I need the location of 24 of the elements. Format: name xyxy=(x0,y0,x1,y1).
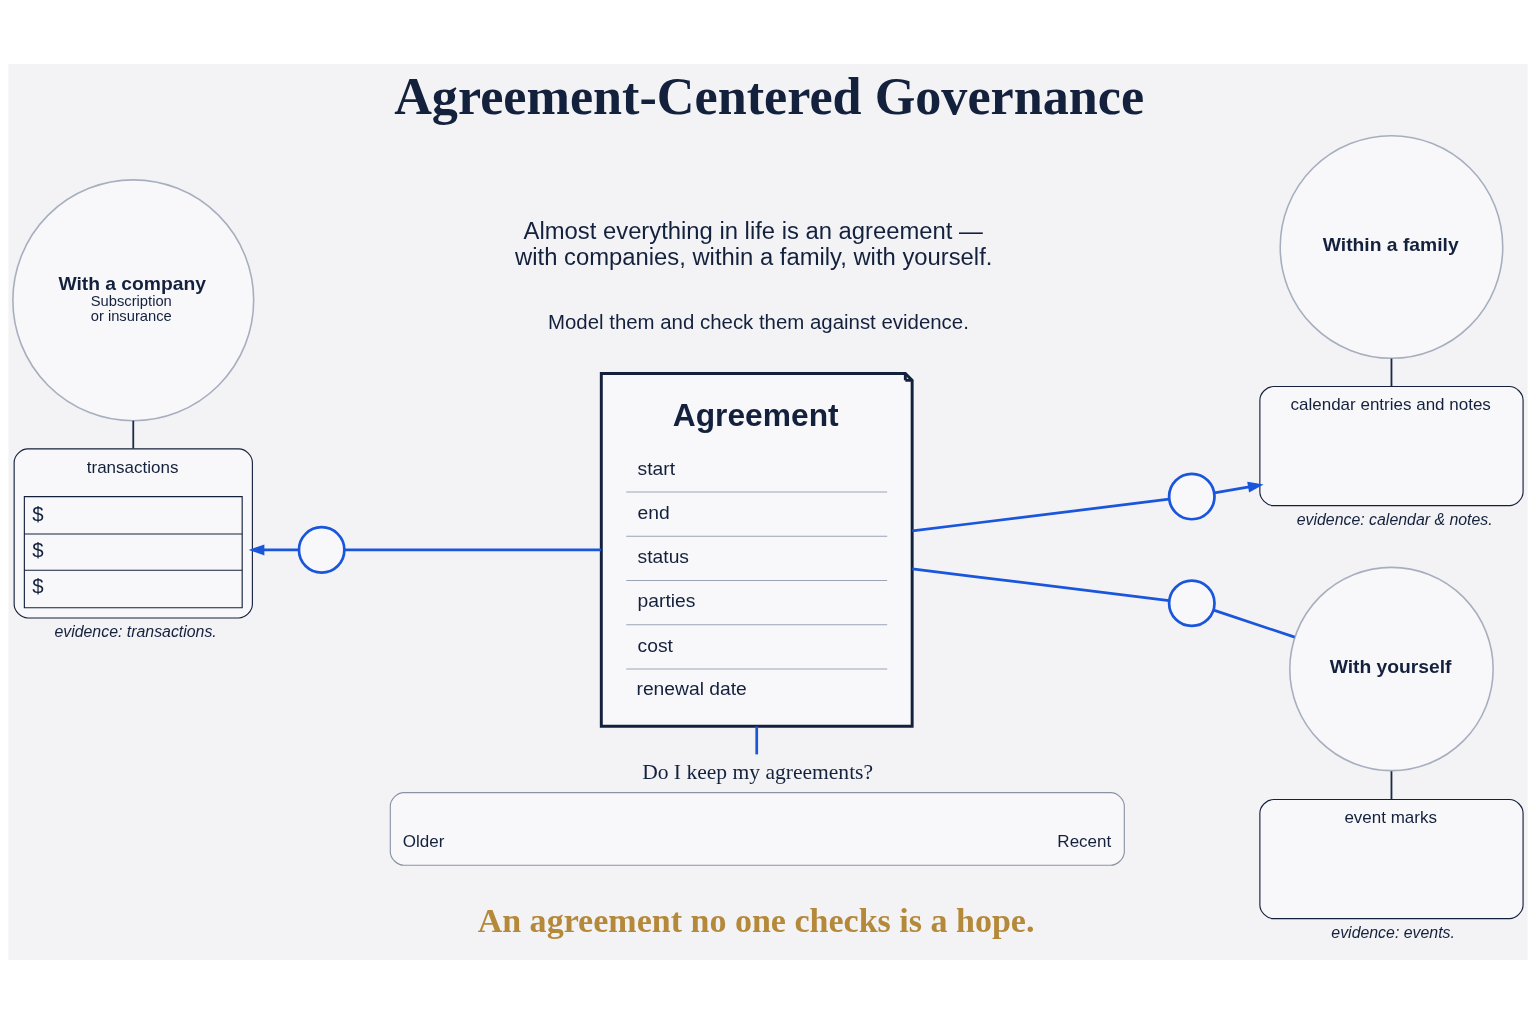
label: Almost everything in life is an agreement — with companies, within a family, with yourself. xyxy=(515,216,993,270)
node-label: evidence: calendar & notes. xyxy=(1296,511,1493,529)
label: Model them and check them against evidence. xyxy=(547,311,969,334)
diagram-title: Agreement-Centered Governance xyxy=(394,67,1145,125)
node-circle xyxy=(1167,472,1216,521)
connector xyxy=(1213,608,1296,639)
caption: An agreement no one checks is a hope. xyxy=(477,901,1035,939)
node-label: Do I keep my agreements? xyxy=(642,760,874,785)
connector xyxy=(132,419,135,450)
connector xyxy=(912,567,1170,602)
connector xyxy=(912,497,1170,533)
connector xyxy=(344,548,602,552)
connector xyxy=(1390,357,1393,388)
node-circle: With a company Subscription or insurance xyxy=(12,179,255,422)
connector xyxy=(755,726,759,755)
node-circle xyxy=(1167,579,1216,628)
node-circle xyxy=(297,525,346,574)
arrow xyxy=(1214,481,1264,495)
node-label: evidence: events. xyxy=(1331,924,1455,942)
node-circle: Within a family xyxy=(1279,134,1504,360)
node-label: evidence: transactions. xyxy=(54,623,217,641)
connector xyxy=(1390,770,1393,801)
node-circle: With yourself xyxy=(1289,566,1494,772)
arrow xyxy=(248,544,299,556)
